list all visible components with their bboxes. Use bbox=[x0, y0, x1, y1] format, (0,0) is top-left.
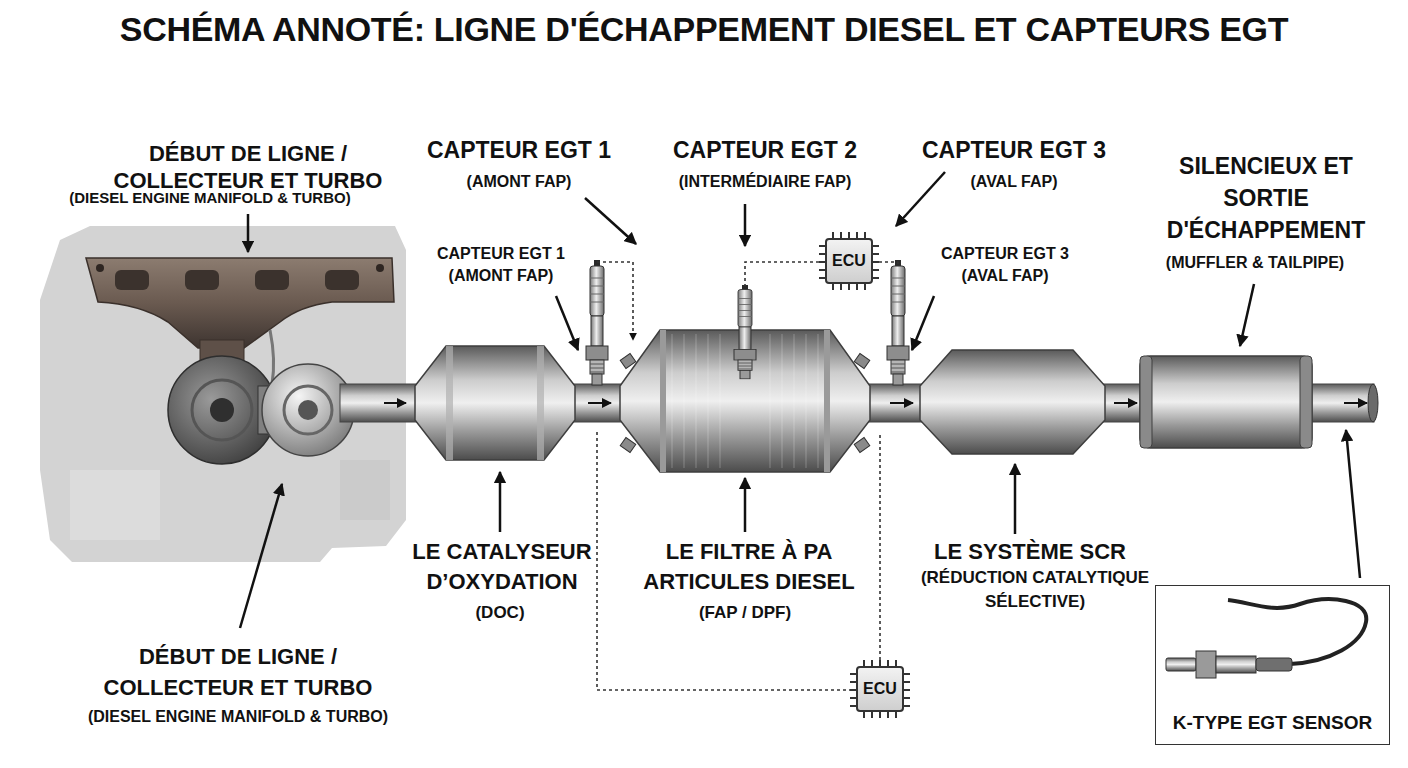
exhaust-manifold bbox=[86, 258, 394, 348]
part-label: LE FILTRE À PA ARTICULES DIESEL bbox=[632, 537, 867, 597]
node-text: ECU bbox=[863, 680, 897, 698]
manifold-port bbox=[115, 270, 149, 290]
part-label: (AMONT FAP) bbox=[411, 266, 591, 286]
node-text: ECU bbox=[832, 252, 866, 270]
part-label: (AVAL FAP) bbox=[915, 266, 1095, 286]
callout-arrow bbox=[247, 214, 250, 252]
sensor-boot bbox=[1256, 658, 1292, 671]
part-label: (INTERMÉDIAIRE FAP) bbox=[645, 172, 885, 192]
egt-sensor bbox=[734, 285, 756, 379]
part-label: DÉBUT DE LIGNE / COLLECTEUR ET TURBO bbox=[108, 140, 388, 194]
callout-arrow bbox=[744, 204, 747, 246]
inset-box: K-TYPE EGT SENSOR bbox=[1155, 585, 1390, 745]
dpf-boss bbox=[854, 437, 870, 452]
part-label: CAPTEUR EGT 3 bbox=[915, 244, 1095, 264]
callout-arrow bbox=[912, 296, 934, 350]
diagram-title: SCHÉMA ANNOTÉ: LIGNE D'ÉCHAPPEMENT DIESE… bbox=[0, 10, 1408, 49]
engine-detail bbox=[340, 460, 390, 520]
node-text: K-TYPE EGT SENSOR bbox=[1173, 712, 1373, 734]
part-label: (DIESEL ENGINE MANIFOLD & TURBO) bbox=[10, 189, 410, 207]
inset-background bbox=[1155, 585, 1390, 745]
manifold-port bbox=[325, 270, 359, 290]
ecu-chip: ECU bbox=[856, 666, 904, 712]
ecu-chip: ECU bbox=[825, 238, 873, 284]
ecu-pins bbox=[850, 660, 910, 718]
part-label: CAPTEUR EGT 1 bbox=[411, 244, 591, 264]
egt-sensor bbox=[887, 260, 909, 385]
manifold-port bbox=[185, 270, 219, 290]
doc-band bbox=[537, 346, 544, 460]
flow-arrow bbox=[890, 402, 913, 404]
sensor-hex-nut bbox=[1196, 651, 1216, 678]
part-label: (AVAL FAP) bbox=[904, 172, 1124, 192]
oil-line bbox=[270, 330, 274, 384]
manifold-bolt bbox=[96, 264, 104, 272]
part-label: (MUFFLER & TAILPIPE) bbox=[1125, 253, 1385, 273]
muffler-cap bbox=[1140, 356, 1152, 448]
flow-arrow bbox=[1344, 402, 1367, 404]
flow-arrow bbox=[1114, 402, 1137, 404]
sensor-wire bbox=[879, 432, 881, 666]
callout-arrow bbox=[556, 296, 578, 350]
part-label: CAPTEUR EGT 3 bbox=[884, 136, 1144, 164]
sensor-wire bbox=[745, 262, 825, 286]
part-label: SILENCIEUX ET SORTIE D'ÉCHAPPEMENT bbox=[1159, 150, 1374, 246]
part-label: (FAP / DPF) bbox=[655, 602, 835, 624]
turbine-ring bbox=[284, 386, 332, 434]
muffler bbox=[1140, 356, 1312, 448]
callout-arrow bbox=[499, 472, 502, 532]
callout-arrow bbox=[896, 172, 945, 226]
ecu-pins bbox=[819, 232, 879, 290]
doc-catalyst bbox=[415, 346, 575, 460]
sensor-wires bbox=[597, 262, 898, 690]
dpf-seam bbox=[824, 330, 830, 472]
part-label: CAPTEUR EGT 1 bbox=[389, 136, 649, 164]
part-label: (AMONT FAP) bbox=[409, 172, 629, 192]
sensor-body bbox=[1216, 656, 1256, 673]
sensor-wire bbox=[597, 262, 633, 340]
doc-band bbox=[446, 346, 453, 460]
engine-detail bbox=[70, 470, 160, 540]
callout-arrow bbox=[240, 484, 282, 628]
dpf-boss bbox=[620, 353, 636, 368]
flow-arrow bbox=[384, 402, 406, 404]
part-label: LE SYSTÈME SCR bbox=[900, 537, 1160, 567]
part-label: (DIESEL ENGINE MANIFOLD & TURBO) bbox=[38, 707, 438, 727]
callout-arrow bbox=[585, 198, 636, 244]
flow-arrows bbox=[384, 402, 1367, 404]
egt-sensor bbox=[586, 260, 608, 385]
part-label: DÉBUT DE LIGNE / COLLECTEUR ET TURBO bbox=[98, 641, 378, 703]
muffler-cap bbox=[1300, 356, 1312, 448]
flow-arrow bbox=[588, 402, 611, 404]
compressor-hub bbox=[210, 398, 234, 422]
part-label: (DOC) bbox=[440, 602, 560, 624]
callout-arrow bbox=[1014, 464, 1017, 534]
part-label: LE CATALYSEUR D’OXYDATION bbox=[400, 537, 605, 597]
manifold-port bbox=[255, 270, 289, 290]
dpf-seam bbox=[660, 330, 666, 472]
callout-arrow bbox=[1346, 430, 1360, 578]
callout-arrow bbox=[744, 478, 747, 532]
callout-arrow bbox=[1240, 284, 1254, 346]
sensor-tip bbox=[1166, 658, 1196, 671]
dpf-boss bbox=[620, 437, 636, 452]
part-label: CAPTEUR EGT 2 bbox=[635, 136, 895, 164]
tailpipe-end bbox=[1368, 384, 1378, 422]
compressor-ring bbox=[192, 380, 252, 440]
sensor-cable bbox=[1228, 599, 1366, 664]
scr-catalyst bbox=[920, 350, 1105, 454]
turbine-hub bbox=[298, 400, 318, 420]
dpf-boss bbox=[854, 353, 870, 368]
manifold-bolt bbox=[376, 264, 384, 272]
part-label: (RÉDUCTION CATALYTIQUE SÉLECTIVE) bbox=[890, 566, 1180, 614]
